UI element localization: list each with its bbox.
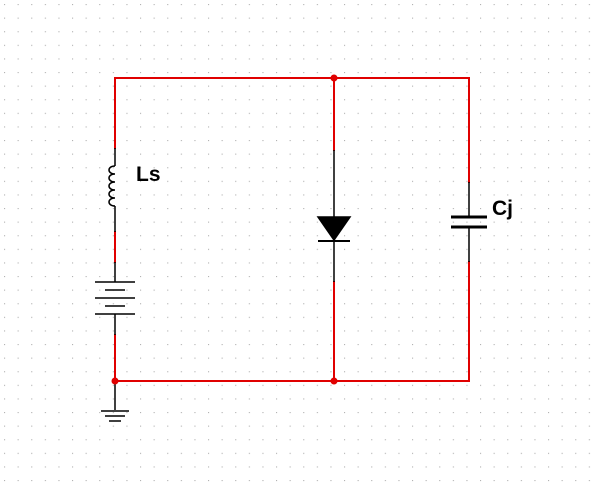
battery[interactable] xyxy=(95,262,135,335)
diode[interactable] xyxy=(316,150,352,282)
junctions xyxy=(111,74,338,385)
capacitor-label: Cj xyxy=(492,197,513,220)
wires xyxy=(114,77,470,382)
junction-top-mid xyxy=(330,74,338,82)
inductor-label: Ls xyxy=(136,163,161,186)
inductor-ls[interactable] xyxy=(108,148,116,232)
junction-bottom-mid xyxy=(330,377,338,385)
junction-bottom-left xyxy=(111,377,119,385)
ground-symbol[interactable] xyxy=(101,381,129,422)
capacitor-cj[interactable] xyxy=(451,182,487,262)
